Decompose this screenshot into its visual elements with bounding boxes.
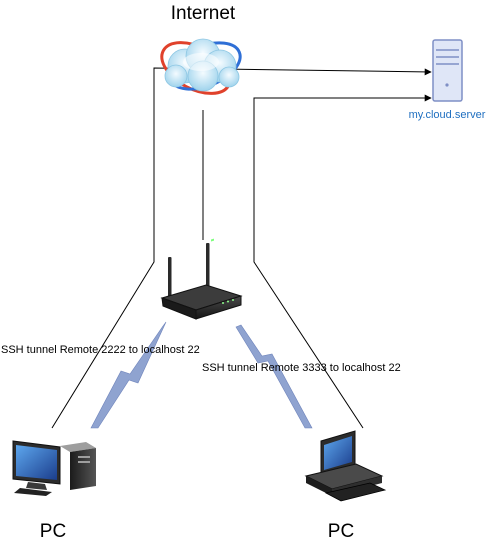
connector-right-pc-to-server xyxy=(253,94,432,429)
internet-label: Internet xyxy=(171,3,236,24)
connector-left-pc-to-server xyxy=(51,67,432,429)
server-icon xyxy=(432,39,463,102)
wireless-router-icon xyxy=(160,238,243,320)
workstation-pc-icon xyxy=(304,430,387,502)
lightning-bolt-icon xyxy=(90,321,167,429)
desktop-pc-icon xyxy=(12,440,96,496)
pc-right-label: PC xyxy=(328,521,354,541)
tunnel-left-label: SSH tunnel Remote 2222 to localhost 22 xyxy=(1,344,200,356)
globe-cloud-icon xyxy=(160,38,242,95)
connectors xyxy=(51,67,432,429)
lightning-bolt-icon xyxy=(235,324,313,429)
wireless-links xyxy=(90,321,313,429)
pc-left-label: PC xyxy=(40,521,66,541)
server-label: my.cloud.server xyxy=(409,109,486,121)
tunnel-right-label: SSH tunnel Remote 3333 to localhost 22 xyxy=(202,362,401,374)
